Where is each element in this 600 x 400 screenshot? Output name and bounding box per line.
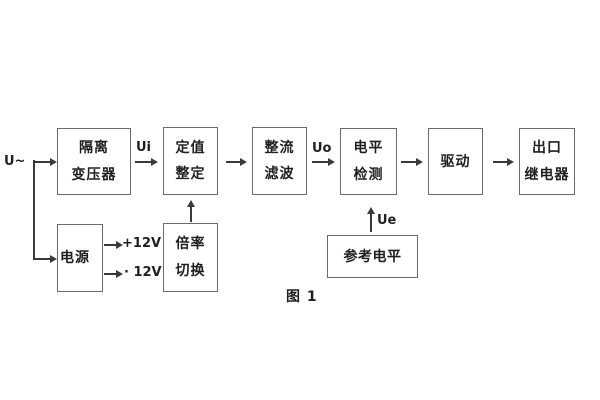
label-uo: Uo <box>312 141 332 156</box>
box-label-line: 检测 <box>353 166 384 183</box>
box-label-line: 隔离 <box>79 140 109 157</box>
box-label-line: 滤波 <box>264 166 295 183</box>
box-label-line: 定值 <box>175 139 206 156</box>
box-reference-level: 参考电平 <box>327 235 418 278</box>
box-label-line: 倍率 <box>175 236 206 252</box>
box-label-line: 驱动 <box>440 153 471 170</box>
arrow-power-minus12v <box>104 269 123 278</box>
box-output-relay: 出口 继电器 <box>519 128 575 195</box>
arrow-drive-to-relay <box>493 157 514 166</box>
box-label-line: 参考电平 <box>343 248 402 265</box>
box-isolation-transformer: 隔离 变压器 <box>57 128 131 195</box>
arrow-leveldetect-to-drive <box>401 157 423 166</box>
arrow-ui <box>135 157 158 166</box>
box-setpoint-setting: 定值 整定 <box>163 127 218 195</box>
box-label-line: 电源 <box>60 250 90 266</box>
box-label-line: 变压器 <box>71 166 117 183</box>
box-label-line: 出口 <box>532 140 562 157</box>
arrow-ue-to-leveldetect <box>366 207 375 232</box>
label-ue: Ue <box>377 213 397 228</box>
arrow-ratio-to-setpoint <box>186 200 195 222</box>
box-label-line: 电平 <box>353 140 384 157</box>
label-u-input: U~ <box>4 154 26 169</box>
connector-u-branch-line <box>33 160 35 258</box>
box-label-line: 整定 <box>175 166 206 183</box>
arrow-u-to-power <box>33 254 57 263</box>
box-label-line: 继电器 <box>524 166 570 183</box>
box-level-detection: 电平 检测 <box>340 128 397 195</box>
box-label-line: 整流 <box>264 139 295 156</box>
label-ui: Ui <box>136 140 152 155</box>
box-label-line: 切换 <box>175 263 206 279</box>
figure-caption: 图 1 <box>286 289 318 305</box>
label-plus-12v: +12V <box>122 236 162 251</box>
box-rectifier-filter: 整流 滤波 <box>252 127 307 195</box>
arrow-power-plus12v <box>104 240 123 249</box>
box-power-supply: 电源 <box>57 224 103 292</box>
arrow-uo <box>312 157 335 166</box>
arrow-setpoint-to-rectifier <box>226 157 247 166</box>
box-drive: 驱动 <box>428 128 483 195</box>
arrow-u-to-transformer <box>33 157 57 166</box>
box-ratio-switching: 倍率 切换 <box>163 223 218 292</box>
label-minus-12v: · 12V <box>124 265 162 280</box>
